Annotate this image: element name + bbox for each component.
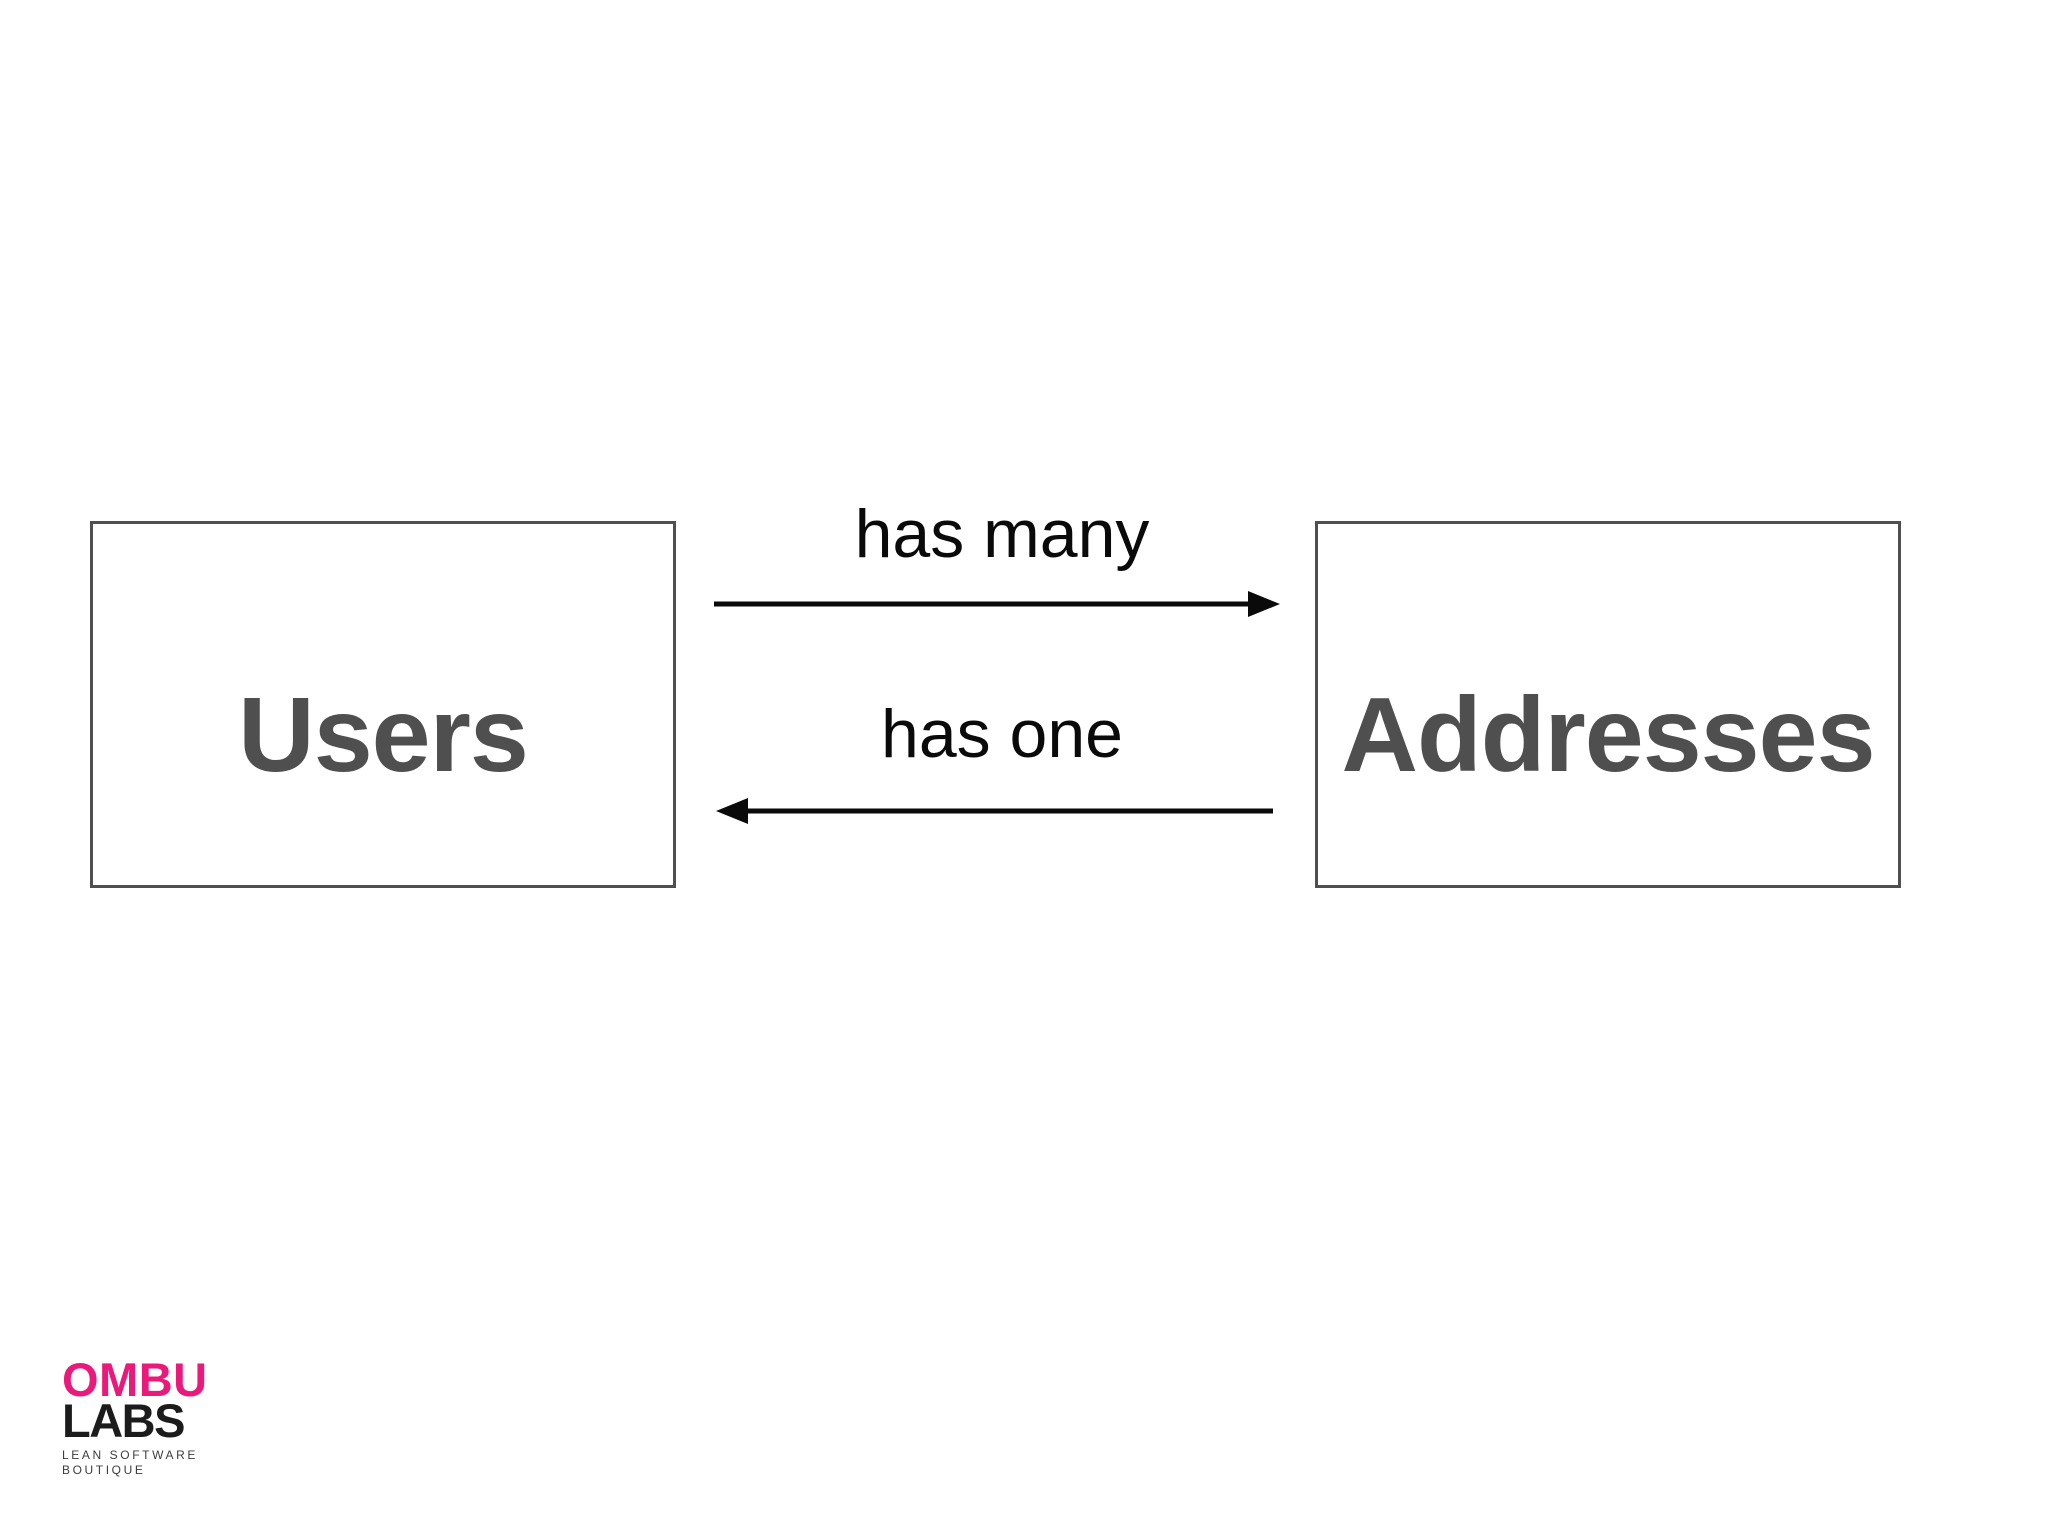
logo-tagline-line2: BOUTIQUE (62, 1463, 146, 1477)
ombu-labs-logo: OMBU LABS LEAN SOFTWARE BOUTIQUE (62, 1353, 208, 1478)
has-one-label: has one (881, 696, 1123, 772)
logo-tagline: LEAN SOFTWARE BOUTIQUE (62, 1448, 208, 1478)
has-many-arrow-icon (714, 591, 1280, 617)
logo-brand-labs: LABS (62, 1394, 185, 1447)
logo-tagline-line1: LEAN SOFTWARE (62, 1448, 199, 1462)
addresses-box-label: Addresses (1341, 676, 1875, 794)
users-box-label: Users (238, 676, 529, 794)
logo-brand-ombu: OMBU (62, 1353, 208, 1406)
has-many-label: has many (854, 496, 1150, 572)
entity-box-addresses: Addresses (1315, 521, 1901, 888)
has-one-arrow-icon (716, 798, 1273, 824)
entity-box-users: Users (90, 521, 676, 888)
